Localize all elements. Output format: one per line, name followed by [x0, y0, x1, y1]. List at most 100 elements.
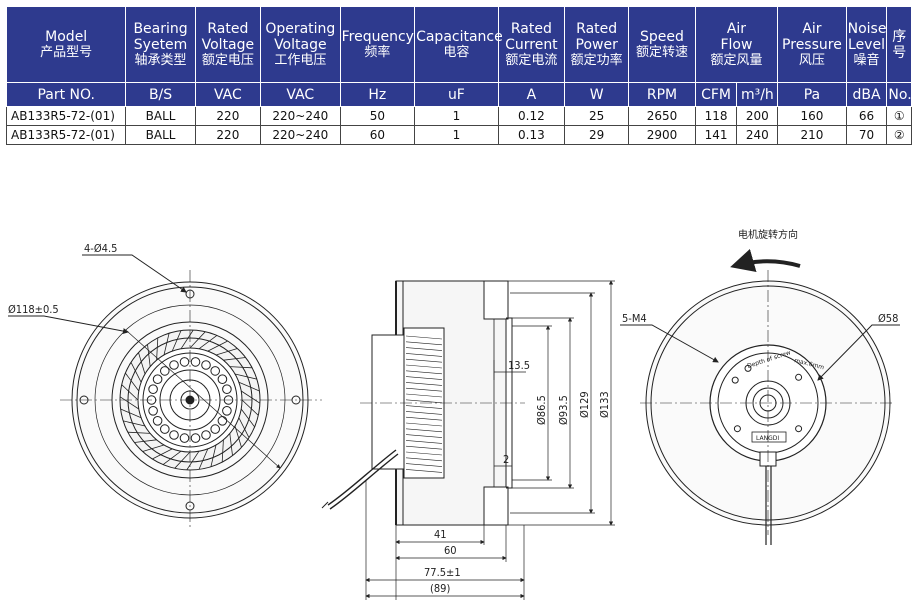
unit-cell: uF — [414, 82, 499, 107]
impeller-blade — [134, 439, 157, 443]
dim-d93-5: Ø93.5 — [557, 395, 570, 425]
screw-hole — [733, 425, 741, 433]
header-line1: Rated — [576, 20, 618, 37]
header-zh: 噪音 — [853, 52, 880, 68]
motor-fin — [405, 463, 443, 467]
impeller-blade — [121, 384, 139, 401]
impeller-blade — [234, 425, 242, 448]
impeller-blade — [229, 366, 253, 369]
dim-41: 41 — [434, 528, 447, 541]
table-cell: 0.13 — [497, 125, 566, 145]
header-cell: 序号 — [886, 6, 912, 83]
impeller-blade — [163, 333, 170, 356]
impeller-blade — [180, 329, 194, 350]
header-zh: 额定电压 — [201, 52, 254, 68]
impeller-blade — [119, 396, 140, 410]
motor-fin — [405, 335, 443, 340]
motor-fin — [405, 382, 443, 386]
header-line2: 号 — [892, 44, 907, 61]
motor-fin — [405, 451, 443, 456]
impeller-blade — [238, 417, 250, 438]
screw-hole — [795, 373, 803, 381]
table-cell: 2650 — [628, 106, 696, 126]
table-cell: 210 — [777, 125, 847, 145]
table-cell: AB133R5-72-(01) — [5, 106, 127, 126]
motor-vent-hole — [222, 384, 232, 394]
impeller-blade — [152, 448, 173, 460]
impeller-blade — [241, 399, 259, 416]
motor-vent-hole — [152, 374, 163, 384]
impeller-blade — [210, 444, 217, 467]
header-line2: Pressure — [782, 36, 842, 53]
unit-cell: No. — [886, 82, 912, 107]
unit-cell: W — [564, 82, 630, 107]
header-zh: 额定功率 — [570, 52, 623, 68]
motor-fin — [405, 358, 443, 363]
impeller-blade — [229, 433, 233, 456]
impeller-blade — [223, 357, 246, 361]
motor-vent-hole — [190, 433, 201, 443]
table-cell: 1 — [414, 106, 499, 126]
dim-d129: Ø129 — [578, 391, 591, 418]
table-cell: 25 — [564, 106, 630, 126]
header-line1: Noise — [847, 20, 887, 37]
motor-fin — [405, 457, 443, 462]
impeller-blade — [123, 420, 146, 427]
motor-fin — [405, 411, 443, 415]
back-diameter-label: Ø58 — [878, 312, 898, 325]
dim-2: 2 — [503, 453, 509, 466]
motor-fin — [405, 387, 443, 392]
motor-vent-hole — [201, 430, 211, 440]
table-cell: 141 — [694, 125, 738, 145]
dim-77-5: 77.5±1 — [424, 566, 461, 579]
header-line1: Air — [802, 20, 822, 37]
impeller-blade — [120, 408, 142, 419]
impeller-blade — [207, 340, 228, 352]
motor-fin — [405, 376, 443, 380]
screw-hole — [795, 425, 803, 433]
table-cell: 118 — [694, 106, 738, 126]
motor-fin — [405, 416, 443, 421]
dim-60: 60 — [444, 544, 457, 557]
motor-vent-hole — [160, 366, 170, 376]
unit-cell: m³/h — [736, 82, 779, 107]
header-line1: Rated — [207, 20, 249, 37]
motor-fin — [405, 440, 443, 444]
back-view — [620, 248, 900, 545]
unit-cell: Hz — [339, 82, 416, 107]
header-line1: Operating — [265, 20, 336, 37]
impeller-blade — [162, 450, 182, 465]
header-line1: Bearing — [133, 20, 188, 37]
table-cell: 66 — [845, 106, 888, 126]
impeller-blade — [240, 408, 255, 428]
unit-cell: CFM — [694, 82, 738, 107]
table-cell: 50 — [339, 106, 416, 126]
header-zh: 额定电流 — [505, 52, 558, 68]
table-cell: 1 — [414, 125, 499, 145]
header-line1: Air — [726, 20, 747, 37]
motor-vent-hole — [179, 433, 190, 443]
impeller-blade — [174, 451, 191, 469]
unit-cell: VAC — [260, 82, 341, 107]
motor-vent-hole — [160, 424, 170, 434]
table-cell: 200 — [736, 106, 779, 126]
table-cell: ② — [886, 125, 912, 145]
screw-hole — [731, 376, 739, 384]
impeller-blade — [215, 348, 238, 356]
table-cell: 220 — [194, 125, 262, 145]
table-cell: 220 — [194, 106, 262, 126]
header-line1: Speed — [640, 28, 684, 45]
impeller-blade — [189, 331, 206, 349]
impeller-blade — [138, 352, 146, 375]
unit-cell: B/S — [125, 82, 196, 107]
header-zh: 工作电压 — [274, 52, 327, 68]
screw-hole — [744, 364, 752, 372]
header-zh: 频率 — [364, 44, 391, 60]
motor-vent-hole — [210, 424, 220, 434]
motor-fin — [405, 428, 443, 433]
